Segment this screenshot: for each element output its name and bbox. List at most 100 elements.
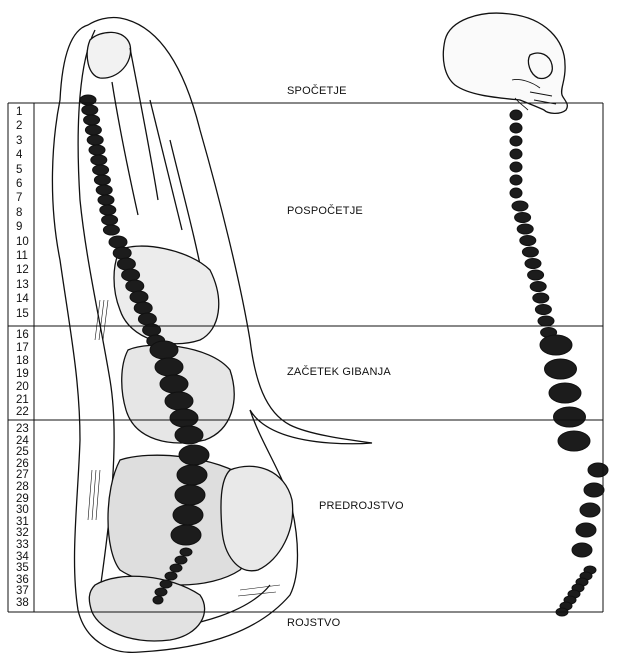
vertebra-mark: [85, 125, 101, 135]
scale-number: 15: [16, 308, 29, 320]
vertebra-mark: [510, 136, 522, 146]
vertebra-mark: [117, 258, 135, 270]
vertebra-mark: [520, 236, 536, 246]
vertebra-mark: [175, 426, 203, 444]
scale-number: 8: [16, 207, 22, 219]
scale-number: 9: [16, 221, 22, 233]
vertebra-mark: [103, 225, 119, 235]
scale-number: 2: [16, 120, 22, 132]
vertebra-mark: [558, 431, 590, 451]
vertebra-mark: [100, 205, 116, 215]
vertebra-mark: [84, 115, 100, 125]
vertebra-mark: [96, 185, 112, 195]
vertebra-mark: [528, 270, 544, 280]
vertebra-mark: [170, 564, 182, 572]
vertebra-mark: [510, 188, 522, 198]
scale-number: 33: [16, 539, 29, 551]
vertebra-mark: [554, 407, 586, 427]
scale-number: 5: [16, 164, 22, 176]
vertebra-mark: [510, 123, 522, 133]
scale-number: 28: [16, 481, 29, 493]
vertebra-mark: [180, 548, 192, 556]
scale-number: 13: [16, 279, 29, 291]
vertebra-mark: [522, 247, 538, 257]
scale-number: 26: [16, 458, 29, 470]
vertebra-mark: [517, 224, 533, 234]
scale-number: 10: [16, 236, 29, 248]
scale-number: 31: [16, 516, 29, 528]
scale-number: 37: [16, 585, 29, 597]
scale-number: 34: [16, 551, 29, 563]
vertebra-mark: [102, 215, 118, 225]
spine-vertebra-chain: [510, 110, 608, 616]
vertebra-mark: [155, 588, 167, 596]
vertebra-mark: [510, 175, 522, 185]
scale-number: 24: [16, 435, 29, 447]
vertebra-mark: [179, 445, 209, 465]
vertebra-mark: [89, 145, 105, 155]
vertebra-mark: [171, 525, 201, 545]
vertebra-mark: [538, 316, 554, 326]
scale-number: 14: [16, 293, 29, 305]
zone-label-rojstvo: ROJSTVO: [287, 617, 340, 629]
scale-number: 7: [16, 192, 22, 204]
vertebra-mark: [580, 503, 600, 517]
zone-label-pospocetje: POSPOČETJE: [287, 205, 363, 217]
vertebra-mark: [572, 543, 592, 557]
vertebra-mark: [91, 155, 107, 165]
vertebra-mark: [584, 483, 604, 497]
vertebra-mark: [94, 175, 110, 185]
vertebra-mark: [155, 358, 183, 376]
scale-number: 12: [16, 264, 29, 276]
vertebra-mark: [510, 149, 522, 159]
scale-number: 29: [16, 493, 29, 505]
scale-number: 32: [16, 527, 29, 539]
scale-number: 6: [16, 178, 22, 190]
vertebra-mark: [170, 409, 198, 427]
vertebra-mark: [138, 313, 156, 325]
vertebra-mark: [153, 596, 163, 604]
scale-number: 35: [16, 562, 29, 574]
scale-number: 30: [16, 504, 29, 516]
vertebra-mark: [160, 375, 188, 393]
vertebra-mark: [177, 465, 207, 485]
vertebra-mark: [98, 195, 114, 205]
scale-number: 23: [16, 423, 29, 435]
scale-number: 4: [16, 149, 22, 161]
scale-number: 17: [16, 342, 29, 354]
scale-number: 20: [16, 381, 29, 393]
scale-number: 1: [16, 106, 22, 118]
vertebra-mark: [82, 105, 98, 115]
vertebra-mark: [122, 269, 140, 281]
vertebra-mark: [113, 247, 131, 259]
vertebra-mark: [549, 383, 581, 403]
vertebra-mark: [173, 505, 203, 525]
scale-number: 3: [16, 135, 22, 147]
scale-number: 38: [16, 597, 29, 609]
scale-number: 11: [16, 250, 28, 262]
vertebra-mark: [588, 463, 608, 477]
zone-label-spocetje: SPOČETJE: [287, 85, 347, 97]
scale-number: 21: [16, 394, 29, 406]
vertebra-mark: [510, 162, 522, 172]
zone-label-predrojstvo: PREDROJSTVO: [319, 500, 404, 512]
human-skull-and-spine-illustration: [443, 13, 567, 113]
vertebra-mark: [109, 236, 127, 248]
vertebra-mark: [512, 201, 528, 211]
scale-number: 25: [16, 446, 29, 458]
scale-number: 27: [16, 469, 29, 481]
vertebra-mark: [533, 293, 549, 303]
vertebra-mark: [535, 305, 551, 315]
vertebra-mark: [545, 359, 577, 379]
scale-number: 18: [16, 355, 29, 367]
zone-label-zacetek-gibanja: ZAČETEK GIBANJA: [287, 366, 391, 378]
scale-number: 16: [16, 329, 29, 341]
vertebra-mark: [530, 282, 546, 292]
vertebra-mark: [134, 302, 152, 314]
vertebra-mark: [165, 572, 177, 580]
vertebra-mark: [576, 523, 596, 537]
scale-number: 19: [16, 368, 29, 380]
vertebra-mark: [130, 291, 148, 303]
vertebra-mark: [515, 213, 531, 223]
